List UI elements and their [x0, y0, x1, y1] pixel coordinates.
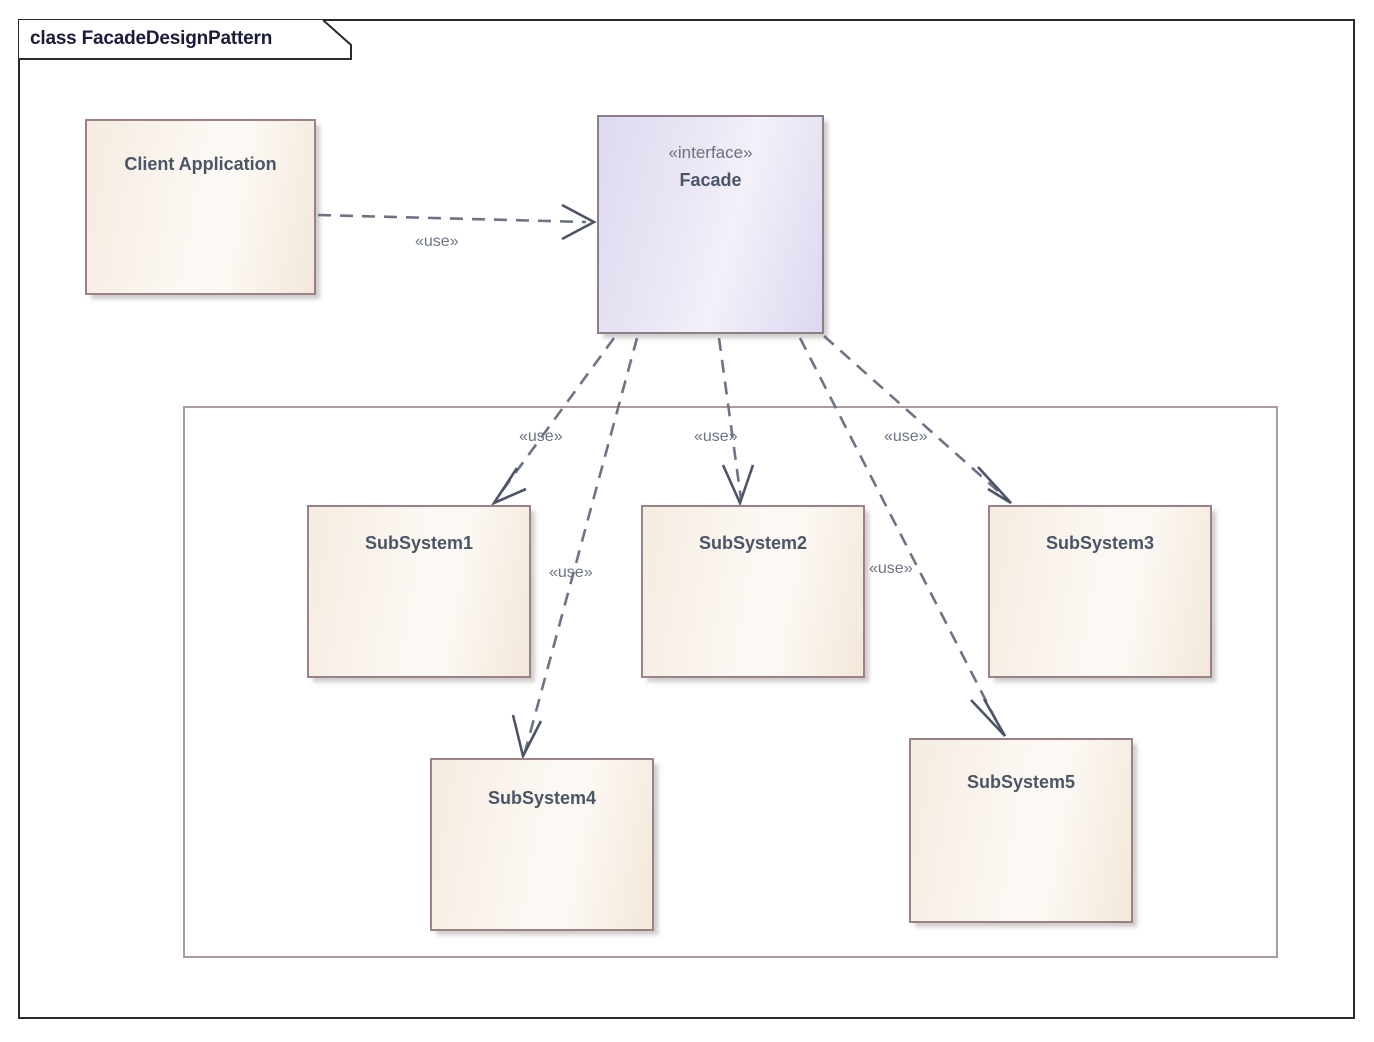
- interface-node-facade[interactable]: «interface» Facade: [597, 115, 824, 334]
- class-node-label: SubSystem5: [966, 772, 1076, 792]
- connector-label-facade-sub2: «use»: [694, 428, 738, 445]
- class-node-label: Client Application: [124, 154, 277, 174]
- connector-label-client-facade: «use»: [415, 233, 459, 250]
- class-node-subsystem1[interactable]: SubSystem1: [307, 505, 531, 678]
- connector-label-facade-sub3: «use»: [884, 428, 928, 445]
- interface-stereotype-label: «interface»: [668, 143, 753, 162]
- class-node-client-application[interactable]: Client Application: [85, 119, 316, 295]
- class-node-label: SubSystem1: [364, 533, 474, 553]
- class-node-subsystem5[interactable]: SubSystem5: [909, 738, 1133, 923]
- class-node-label: SubSystem4: [487, 788, 597, 808]
- frame-header-shape: [19, 19, 352, 60]
- class-node-label: SubSystem3: [1045, 533, 1155, 553]
- connector-label-facade-sub5: «use»: [869, 560, 913, 577]
- interface-node-label: Facade: [679, 170, 742, 190]
- diagram-frame-header: [18, 19, 352, 60]
- page-title: class FacadeDesignPattern: [30, 28, 273, 49]
- connector-label-facade-sub4: «use»: [549, 564, 593, 581]
- class-node-subsystem3[interactable]: SubSystem3: [988, 505, 1212, 678]
- connector-label-facade-sub1: «use»: [519, 428, 563, 445]
- class-node-label: SubSystem2: [698, 533, 808, 553]
- class-node-subsystem4[interactable]: SubSystem4: [430, 758, 654, 931]
- class-node-subsystem2[interactable]: SubSystem2: [641, 505, 865, 678]
